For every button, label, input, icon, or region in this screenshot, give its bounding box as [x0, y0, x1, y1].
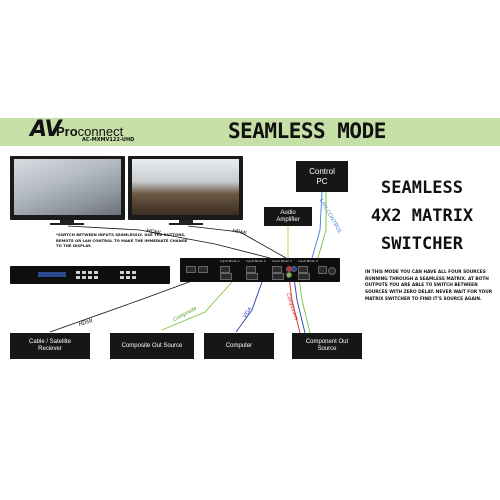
description-text: IN THIS MODE YOU CAN HAVE ALL FOUR SOURC…	[365, 270, 493, 302]
rca-port	[286, 272, 292, 278]
tv-icon	[128, 156, 243, 220]
hdmi-port	[186, 266, 196, 273]
component-source-label: Component Out Source	[305, 339, 349, 352]
power-port	[328, 267, 336, 275]
input-mode-3-label: Input Mode 3	[272, 259, 292, 263]
tv-stand-base	[169, 223, 203, 225]
audio-amplifier-box: Audio Amplifier	[264, 207, 312, 226]
input-mode-2-label: Input Mode 2	[246, 259, 266, 263]
lan-port	[318, 266, 327, 274]
front-button	[88, 271, 92, 274]
hdmi-port	[246, 266, 256, 273]
composite-source-box: Composite Out Source	[110, 333, 194, 359]
audio-amplifier-label: Audio Amplifier	[276, 209, 300, 223]
front-button	[126, 271, 130, 274]
front-button	[88, 276, 92, 279]
vga-cable	[235, 281, 263, 333]
tv-stand	[60, 220, 74, 224]
cable-satellite-label: Cable / Satellite Reciever	[28, 339, 72, 352]
tv-screen	[132, 159, 239, 215]
rca-port	[291, 266, 297, 272]
front-button	[82, 276, 86, 279]
vga-port	[298, 273, 310, 280]
tv-stand	[179, 220, 193, 224]
control-pc-label: Control PC	[309, 167, 335, 186]
vga-port	[272, 273, 284, 280]
hdmi-cable-tv1	[67, 225, 271, 259]
front-button	[120, 271, 124, 274]
component-source-box: Component Out Source	[292, 333, 362, 359]
composite-source-label: Composite Out Source	[121, 342, 183, 349]
input-mode-4-label: Input Mode 4	[298, 259, 318, 263]
tv-stand-base	[50, 223, 84, 225]
matrix-switcher-rear-icon: Input Mode 1 Input Mode 2 Input Mode 3 I…	[180, 258, 340, 282]
composite-cable	[161, 281, 233, 331]
hdmi-port	[272, 266, 282, 273]
logo-av: AV	[30, 117, 62, 142]
front-button	[94, 276, 98, 279]
heading-line-2: 4X2 MATRIX	[370, 206, 474, 226]
lan-cable	[311, 191, 323, 259]
matrix-switcher-front-icon	[10, 266, 170, 284]
front-button	[126, 276, 130, 279]
cable-satellite-box: Cable / Satellite Reciever	[10, 333, 90, 359]
hdmi-cable-tv2	[187, 225, 287, 259]
lan-cable-2	[317, 192, 327, 259]
logo-proconnect: Proconnect	[56, 124, 123, 139]
front-button	[132, 276, 136, 279]
hdmi-port	[198, 266, 208, 273]
tv-screen	[14, 159, 121, 215]
logo-connect: connect	[77, 124, 124, 139]
front-button	[76, 271, 80, 274]
model-number: AC-MXMV122-UHD	[82, 137, 135, 143]
front-button	[120, 276, 124, 279]
front-display	[38, 272, 66, 277]
front-button	[94, 271, 98, 274]
banner-title: SEAMLESS MODE	[228, 119, 386, 143]
front-button	[82, 271, 86, 274]
vga-port	[220, 273, 232, 280]
heading-line-3: SWITCHER	[381, 234, 463, 254]
tv-icon	[10, 156, 125, 220]
input-mode-1-label: Input Mode 1	[220, 259, 240, 263]
hdmi-source-cable	[49, 277, 201, 333]
front-button	[132, 271, 136, 274]
heading-line-1: SEAMLESS	[381, 178, 463, 198]
vga-port	[246, 273, 258, 280]
note-text: *SWITCH BETWEEN INPUTS SEAMLESSLY. USE T…	[56, 232, 188, 248]
front-button	[76, 276, 80, 279]
computer-label: Computer	[225, 342, 253, 349]
computer-box: Computer	[204, 333, 274, 359]
title-banner	[0, 118, 500, 146]
logo-pro: Pro	[56, 124, 78, 139]
control-pc-box: Control PC	[296, 161, 348, 192]
hdmi-port	[220, 266, 230, 273]
hdmi-port	[298, 266, 308, 273]
